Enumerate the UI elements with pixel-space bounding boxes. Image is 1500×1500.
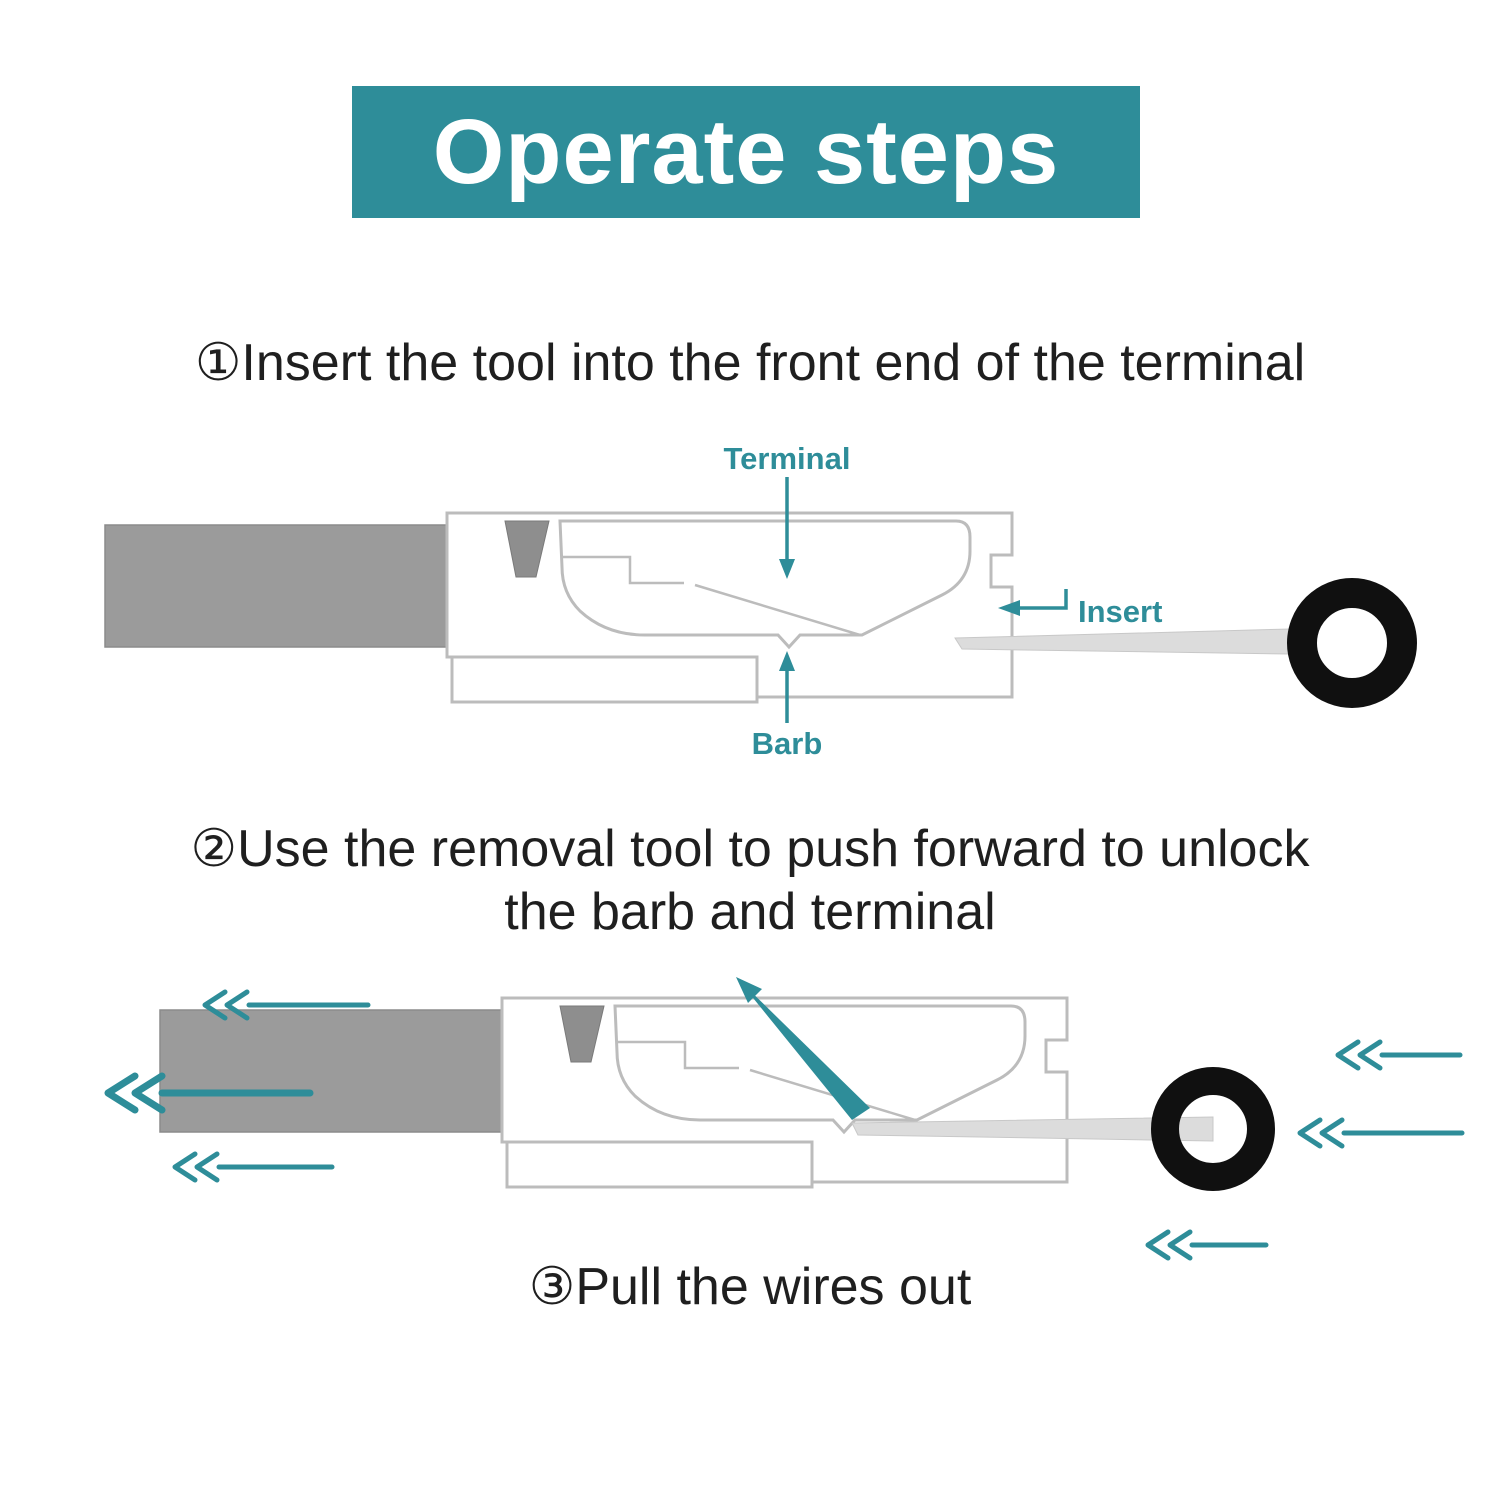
step-2-instruction: ②Use the removal tool to push forward to… (190, 820, 1310, 942)
page-title: Operate steps (432, 100, 1060, 203)
barb-pointer-arrowhead (779, 651, 795, 671)
connector-assembly-instance (103, 511, 1014, 704)
terminal-label: Terminal (723, 441, 851, 476)
unlock-diagonal-arrowhead (736, 977, 762, 1003)
removal-tool-handle-ring (1151, 1067, 1275, 1191)
title-banner: Operate steps (352, 86, 1140, 218)
barb-label: Barb (751, 726, 823, 761)
unlock-diagonal-arrow-shaft (736, 977, 870, 1120)
insert-label: Insert (1078, 594, 1163, 629)
step-1-instruction: ①Insert the tool into the front end of t… (194, 334, 1306, 392)
diagram-step1-insert-tool (103, 477, 1417, 723)
push-arrow-right-top (1335, 1039, 1463, 1071)
push-arrow-right-bottom (1145, 1229, 1269, 1261)
push-arrow-right-middle (1297, 1117, 1465, 1149)
step-3-instruction: ③Pull the wires out (528, 1258, 972, 1316)
terminal-pointer-arrowhead (779, 559, 795, 579)
removal-tool-needle-inserted (851, 1116, 1214, 1142)
pull-arrow-left-top (202, 989, 371, 1021)
insert-pointer-line (1016, 589, 1068, 610)
pull-arrow-left-bottom (172, 1151, 335, 1183)
pull-arrow-left-middle (104, 1072, 314, 1114)
diagram-step2-push-forward (104, 977, 1465, 1261)
removal-tool-handle-ring (1287, 578, 1417, 708)
insert-pointer-arrowhead (998, 600, 1020, 616)
